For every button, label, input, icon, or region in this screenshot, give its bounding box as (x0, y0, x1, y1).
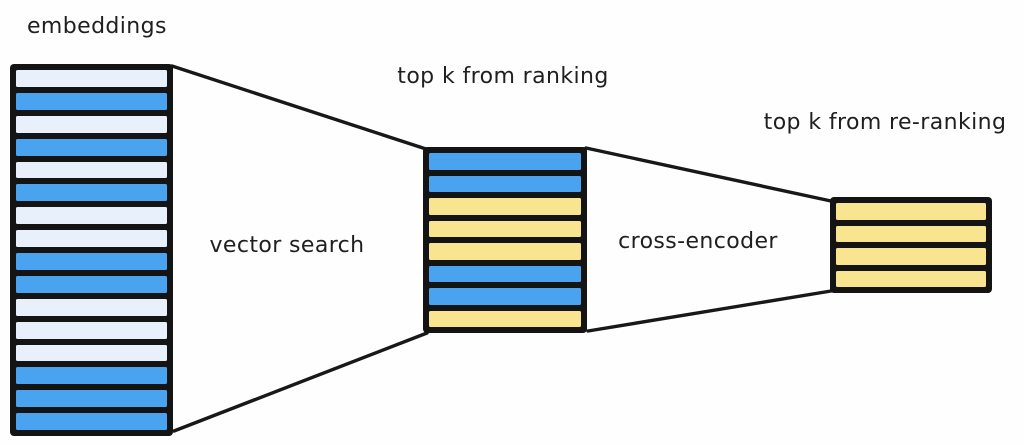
funnel-line-ranking-top (584, 146, 833, 203)
yellow-embedding-bar (429, 310, 581, 327)
yellow-embedding-bar (836, 225, 986, 242)
yellow-embedding-bar (836, 203, 986, 220)
blue-embedding-bar (429, 153, 581, 170)
yellow-embedding-bar (836, 248, 986, 265)
edge-label-vector-search: vector search (209, 233, 365, 258)
stack-embeddings (10, 64, 173, 436)
light-embedding-bar (16, 230, 167, 247)
yellow-embedding-bar (429, 243, 581, 260)
funnel-line-embeddings-top (170, 64, 428, 151)
blue-embedding-bar (429, 288, 581, 305)
blue-embedding-bar (429, 265, 581, 282)
blue-embedding-bar (16, 92, 167, 110)
light-embedding-bar (16, 115, 167, 133)
edge-label-cross-encoder: cross-encoder (618, 229, 778, 254)
blue-embedding-bar (16, 390, 167, 408)
blue-embedding-bar (16, 367, 167, 385)
blue-embedding-bar (16, 184, 167, 202)
light-embedding-bar (16, 70, 167, 87)
funnel-line-ranking-bottom (586, 289, 833, 333)
blue-embedding-bar (16, 253, 167, 270)
light-embedding-bar (16, 344, 167, 362)
blue-embedding-bar (16, 413, 167, 430)
yellow-embedding-bar (429, 198, 581, 215)
funnel-line-embeddings-bottom (172, 331, 429, 433)
light-embedding-bar (16, 298, 167, 316)
yellow-embedding-bar (429, 220, 581, 237)
light-embedding-bar (16, 207, 167, 225)
stage-label-embeddings: embeddings (27, 14, 167, 39)
blue-embedding-bar (16, 138, 167, 156)
yellow-embedding-bar (836, 270, 986, 287)
stage-label-top-k-re-ranking: top k from re-ranking (763, 110, 1007, 135)
blue-embedding-bar (429, 175, 581, 192)
light-embedding-bar (16, 321, 167, 339)
light-embedding-bar (16, 161, 167, 179)
stack-top-k-re-ranking (830, 197, 992, 293)
stage-label-top-k-ranking: top k from ranking (397, 64, 609, 89)
stack-top-k-ranking (423, 147, 587, 333)
blue-embedding-bar (16, 275, 167, 293)
